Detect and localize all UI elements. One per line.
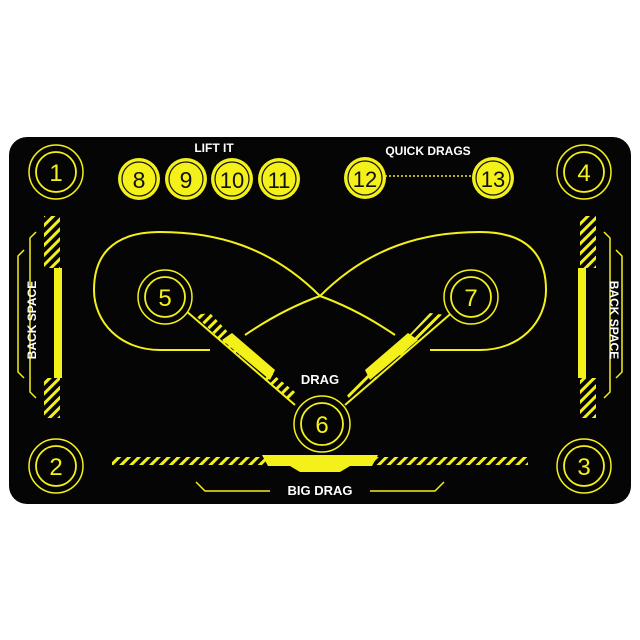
back-space-left-label: BACK SPACE [25, 281, 39, 359]
target-8[interactable]: 8 [118, 158, 160, 200]
target-11-number: 11 [268, 168, 291, 193]
target-13-number: 13 [481, 167, 505, 192]
back-space-left-frame [17, 216, 62, 418]
drag-trail-right [344, 309, 456, 406]
drag-trail-left [184, 309, 296, 406]
target-8-number: 8 [133, 167, 146, 193]
target-5-number: 5 [158, 285, 171, 312]
target-6[interactable]: 6 [293, 395, 351, 453]
target-9-number: 9 [180, 167, 193, 193]
target-10[interactable]: 10 [211, 158, 253, 200]
target-3-number: 3 [577, 454, 590, 481]
target-1-number: 1 [49, 160, 62, 187]
back-space-right-label: BACK SPACE [607, 281, 621, 359]
back-space-right-frame [578, 216, 623, 418]
big-drag-bar [112, 455, 528, 492]
target-10-number: 10 [220, 168, 244, 193]
target-13[interactable]: 13 [472, 157, 514, 199]
target-3[interactable]: 3 [556, 438, 612, 494]
target-1[interactable]: 1 [28, 144, 84, 200]
target-2[interactable]: 2 [28, 438, 84, 494]
target-9[interactable]: 9 [165, 158, 207, 200]
target-6-number: 6 [315, 412, 328, 439]
quick-drags-label: QUICK DRAGS [385, 144, 470, 158]
target-4[interactable]: 4 [556, 144, 612, 200]
target-4-number: 4 [577, 160, 590, 187]
target-7[interactable]: 7 [443, 269, 499, 325]
target-12-number: 12 [353, 167, 377, 192]
big-drag-label: BIG DRAG [288, 483, 353, 498]
infinity-path [92, 230, 548, 351]
target-2-number: 2 [49, 454, 62, 481]
drag-label: DRAG [301, 372, 339, 387]
mat-background [9, 137, 631, 504]
target-11[interactable]: 11 [258, 158, 300, 200]
lift-it-label: LIFT IT [194, 141, 234, 155]
target-7-number: 7 [464, 285, 477, 312]
target-12[interactable]: 12 [344, 157, 386, 199]
target-5[interactable]: 5 [137, 269, 193, 325]
